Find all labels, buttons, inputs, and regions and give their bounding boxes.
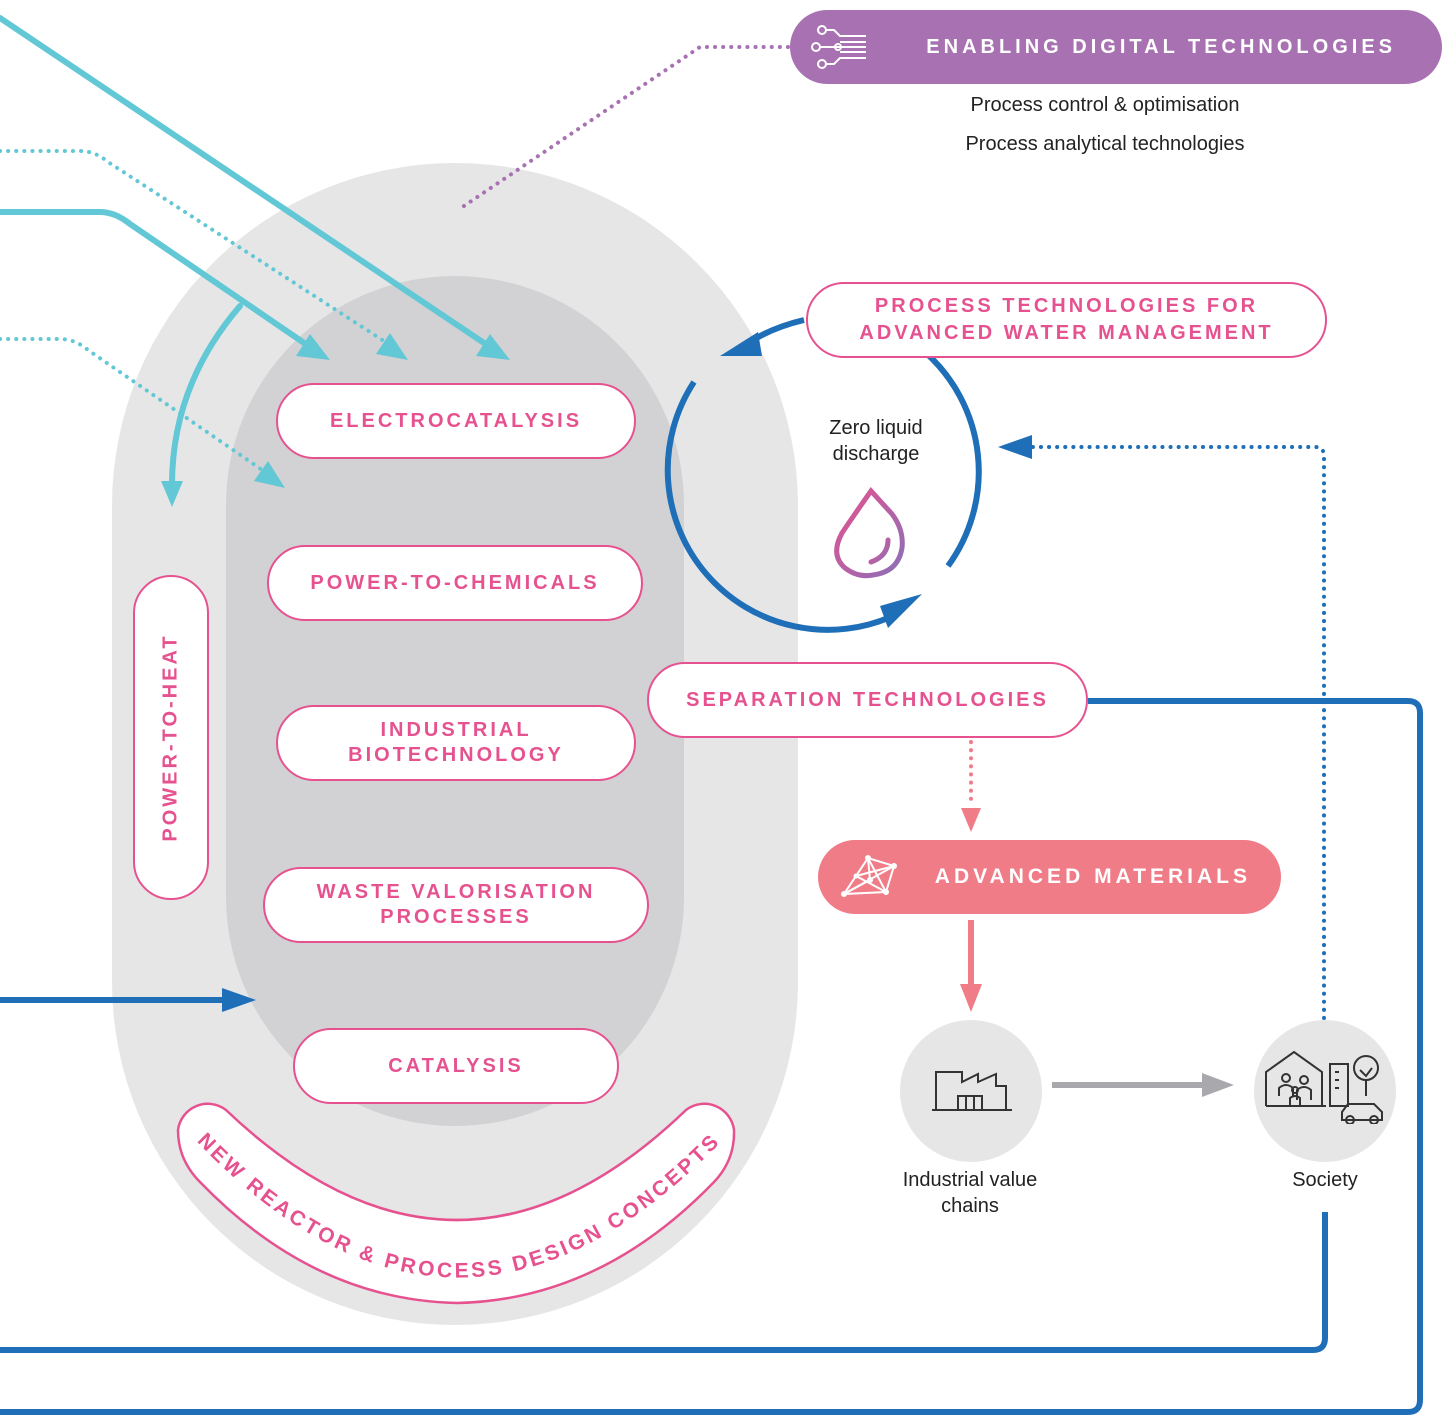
water-loop-left-arc (664, 380, 897, 633)
water-management-pill[interactable]: PROCESS TECHNOLOGIES FOR ADVANCED WATER … (806, 282, 1327, 358)
water-loop-arrowhead-top (720, 332, 762, 356)
water-loop-right-arc (923, 349, 982, 568)
digital-dotted-connector (456, 45, 790, 212)
separation-technologies-pill[interactable]: SEPARATION TECHNOLOGIES (647, 662, 1088, 738)
industrial-biotechnology-label: INDUSTRIAL BIOTECHNOLOGY (348, 719, 564, 766)
advanced-materials-pill[interactable]: ADVANCED MATERIALS (818, 840, 1281, 914)
power-to-chemicals-pill[interactable]: POWER-TO-CHEMICALS (267, 545, 643, 621)
cyan-dotted-arrow-2 (0, 337, 270, 476)
water-drop-icon (834, 487, 905, 579)
advanced-materials-title: ADVANCED MATERIALS (934, 865, 1251, 888)
materials-to-industrial-arrowhead (960, 984, 982, 1012)
catalysis-label: CATALYSIS (388, 1054, 524, 1077)
society-to-water-arrowhead (998, 435, 1032, 459)
cyan-arrow-power-to-heat (169, 303, 243, 488)
community-icon (1262, 1044, 1388, 1129)
electrocatalysis-label: ELECTROCATALYSIS (329, 409, 583, 432)
power-to-heat-label: POWER-TO-HEAT (159, 633, 182, 842)
water-management-label: PROCESS TECHNOLOGIES FOR ADVANCED WATER … (859, 295, 1274, 344)
separation-return-line (0, 698, 1423, 1415)
industrial-biotechnology-pill[interactable]: INDUSTRIAL BIOTECHNOLOGY (276, 705, 636, 781)
cyan-arrowhead-pth (161, 481, 183, 507)
industrial-to-society-arrowhead (1202, 1073, 1234, 1097)
cyan-arrowhead-top (476, 334, 510, 360)
power-to-chemicals-label: POWER-TO-CHEMICALS (310, 571, 600, 594)
cyan-input-arrows (0, 15, 490, 488)
factory-icon (928, 1066, 1016, 1121)
society-node[interactable] (1254, 1020, 1396, 1162)
industrial-value-chains-label: Industrial value chains (902, 1169, 1038, 1217)
cyan-arrow-top (0, 15, 490, 348)
reactor-arc-band (176, 1102, 736, 1305)
cyan-dotted-arrowheads (254, 333, 408, 488)
cyan-dotted-arrows (0, 149, 392, 476)
separation-technologies-label: SEPARATION TECHNOLOGIES (686, 688, 1049, 711)
digital-technologies-pill[interactable]: ENABLING DIGITAL TECHNOLOGIES (790, 10, 1442, 84)
separation-to-materials-arrowhead (961, 808, 981, 832)
society-label: Society (1292, 1169, 1358, 1191)
blue-input-arrowhead (222, 988, 256, 1012)
society-return-line (0, 1212, 1328, 1353)
catalysis-pill[interactable]: CATALYSIS (293, 1028, 619, 1104)
electrocatalysis-pill[interactable]: ELECTROCATALYSIS (276, 383, 636, 459)
waste-valorisation-pill[interactable]: WASTE VALORISATION PROCESSES (263, 867, 649, 943)
digital-item-process-control: Process control & optimisation (970, 94, 1240, 116)
society-to-water-dotted (1028, 445, 1326, 1020)
power-to-heat-pill[interactable]: POWER-TO-HEAT (133, 575, 209, 900)
circuit-icon (810, 22, 868, 72)
water-loop-arrowhead-bottom (880, 594, 922, 628)
cyan-arrow-mid (0, 209, 313, 350)
molecule-network-icon (840, 854, 898, 900)
cyan-arrowhead-mid (296, 334, 330, 360)
zero-liquid-discharge-label: Zero liquid discharge (829, 417, 923, 465)
industrial-value-chains-node[interactable] (900, 1020, 1042, 1162)
waste-valorisation-label: WASTE VALORISATION PROCESSES (316, 881, 596, 928)
cyan-dotted-arrow-1 (0, 149, 392, 347)
digital-item-process-analytical: Process analytical technologies (965, 133, 1245, 155)
cyan-arrowheads (161, 334, 510, 507)
digital-technologies-title: ENABLING DIGITAL TECHNOLOGIES (926, 35, 1396, 58)
